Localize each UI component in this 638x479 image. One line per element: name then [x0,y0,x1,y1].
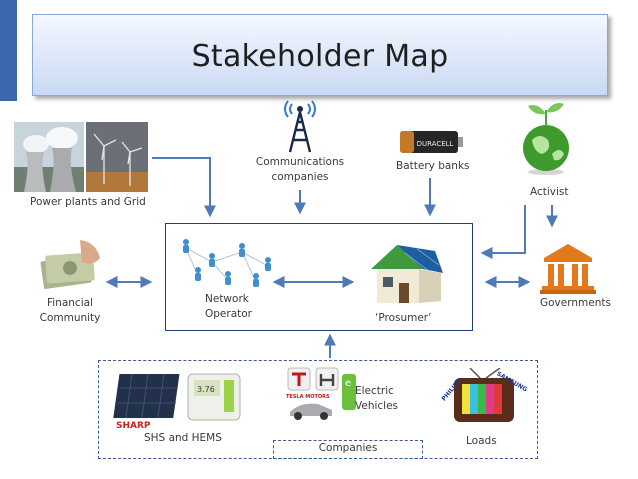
battery-icon: DURACELL [400,131,463,153]
car-brand-logos-icon: TESLA MOTORS e [286,367,356,420]
prosumer-label: ‘Prosumer’ [375,312,432,324]
battery-brand: DURACELL [417,140,454,148]
communications-label-line2: companies [271,171,329,183]
communications-label-line1: Communications [255,156,345,168]
electric-vehicles-line2: Vehicles [355,400,399,412]
globe-with-plant-icon [523,103,569,175]
government-building-icon [540,244,596,294]
sharp-logo: SHARP [116,421,151,430]
power-plants-label: Power plants and Grid [30,196,146,208]
financial-label-line1: Financial [47,297,93,309]
financial-label-line2: Community [39,312,101,324]
house-solar-icon [371,245,443,303]
network-operator-line2: Operator [205,308,252,320]
battery-banks-label: Battery banks [396,160,470,172]
wind-turbines-image [86,122,148,192]
governments-label: Governments [540,297,611,309]
antenna-tower-icon [284,100,316,153]
meter-reading: 3.76 [197,385,215,394]
network-operator-line1: Network [205,293,249,305]
accent-bar [0,0,17,101]
companies-subframe [273,440,423,459]
title-banner: Stakeholder Map [32,14,608,96]
money-hand-icon [40,240,100,289]
financial-label: Financial Community [28,296,112,326]
shs-hems-label: SHS and HEMS [144,432,222,444]
electric-vehicles-label: Electric Vehicles [355,384,398,414]
loads-label: Loads [466,435,497,447]
core-frame [165,223,473,331]
solar-panel-and-meter-icon: SHARP 3.76 [113,373,241,430]
network-people-icon [183,239,271,287]
tv-loads-icon: PHILIPS SAMSUNG [440,368,528,422]
companies-label: Companies [318,442,378,454]
communications-label: Communications companies [246,155,354,185]
svg-text:e: e [345,378,351,389]
activist-label: Activist [530,186,569,198]
network-operator-label: Network Operator [205,292,252,322]
arrow-activist-to-core [480,205,526,259]
arrow-power-to-core [152,157,216,218]
tesla-logo: TESLA MOTORS [286,394,330,400]
cooling-towers-image [14,122,84,192]
electric-vehicles-line1: Electric [355,385,394,397]
page-title: Stakeholder Map [191,39,449,74]
